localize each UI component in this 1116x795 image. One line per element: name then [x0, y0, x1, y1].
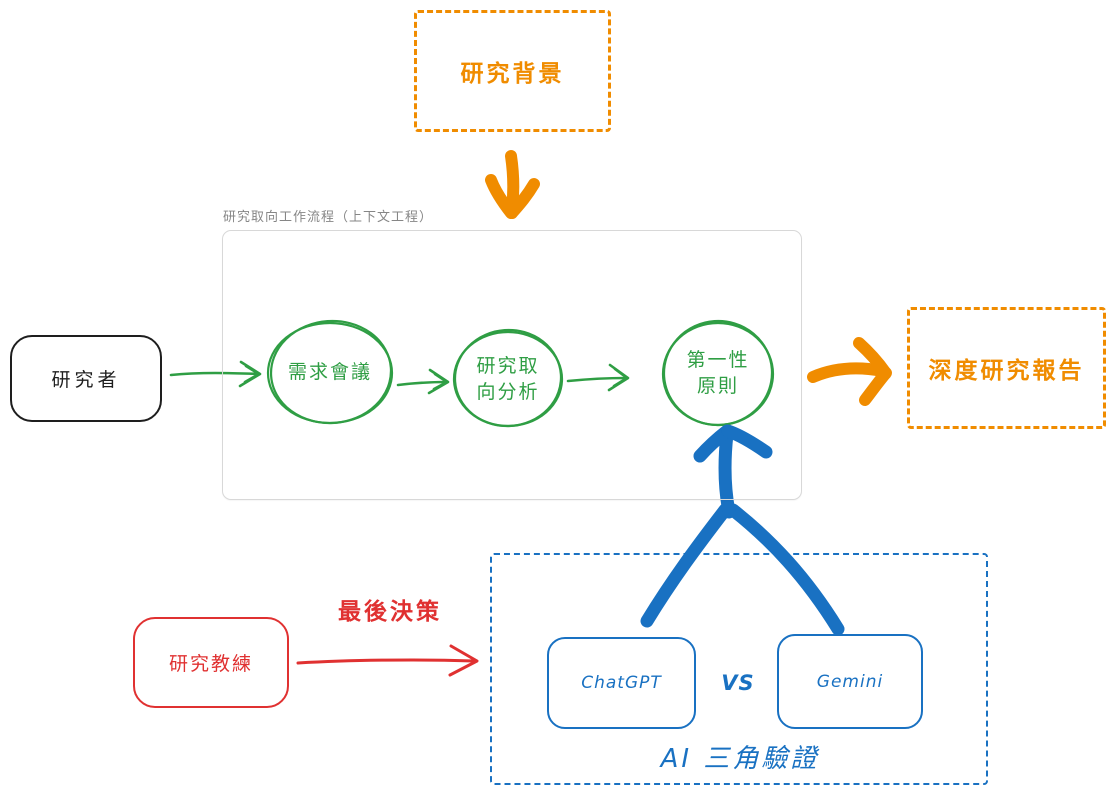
- workflow-container-label: 研究取向工作流程（上下文工程）: [223, 210, 434, 225]
- demand-meeting-label: 需求會議: [287, 361, 372, 384]
- deep-research-report-box: 深度研究報告: [907, 307, 1106, 429]
- researcher-box: 研究者: [10, 335, 162, 422]
- final-decision-label: 最後決策: [338, 599, 442, 625]
- vs-label: VS: [721, 671, 755, 695]
- final-decision-arrow: [296, 644, 479, 677]
- ai-triangulation-label: AI 三角驗證: [660, 743, 820, 774]
- research-coach-label: 研究教練: [168, 653, 253, 675]
- orientation-analysis-label: 研究取 向分析: [476, 354, 540, 403]
- chatgpt-label: ChatGPT: [581, 673, 662, 693]
- gemini-label: Gemini: [816, 671, 884, 692]
- first-principles-label: 第一性 原則: [686, 349, 750, 397]
- background-arrow: [485, 150, 540, 219]
- research-coach-box: 研究教練: [133, 617, 289, 708]
- workflow-container: [222, 230, 802, 500]
- research-background-box: 研究背景: [414, 10, 611, 132]
- research-background-label: 研究背景: [460, 61, 565, 87]
- deep-research-report-label: 深度研究報告: [928, 358, 1085, 384]
- chatgpt-box: ChatGPT: [547, 637, 696, 729]
- researcher-label: 研究者: [51, 369, 121, 391]
- gemini-box: Gemini: [777, 634, 923, 729]
- ai-triangulation-box: [490, 553, 988, 785]
- output-arrow: [807, 337, 892, 406]
